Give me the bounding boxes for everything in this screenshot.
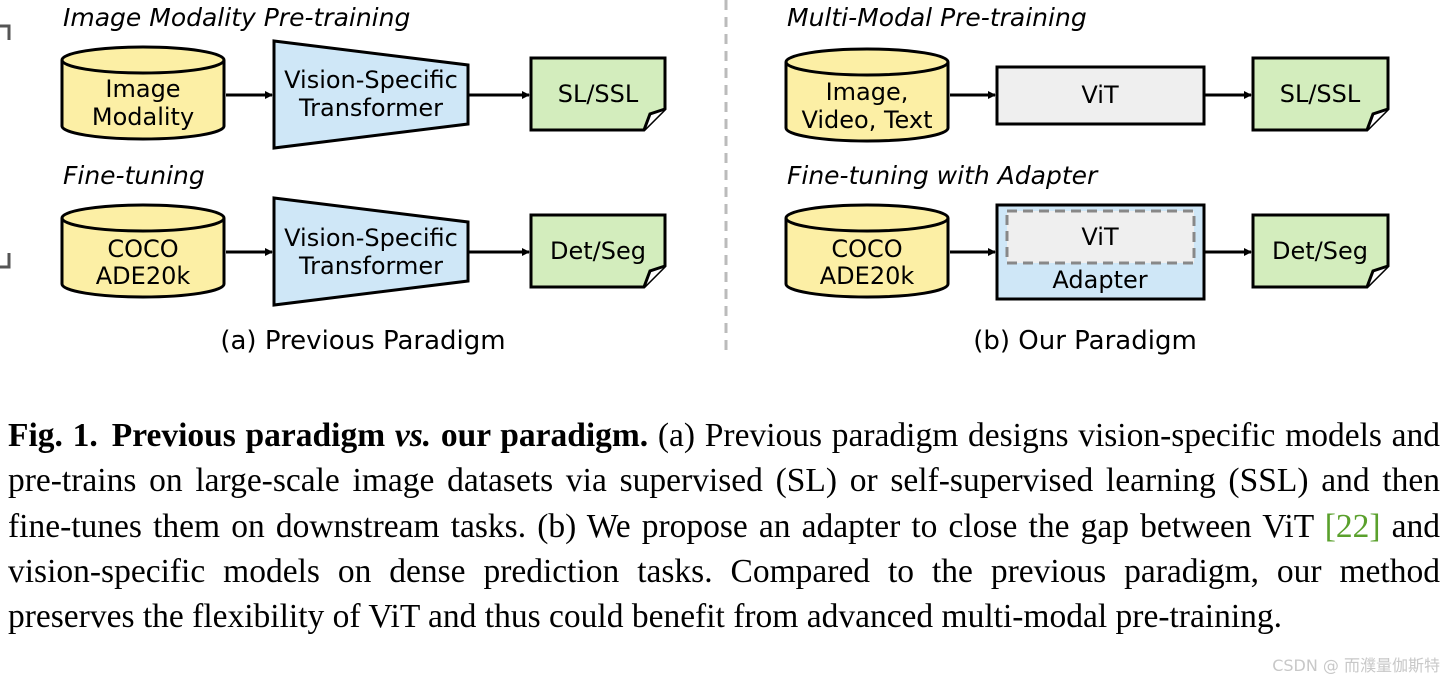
right-pretrain-data-line2: Video, Text — [801, 106, 932, 134]
left-finetune-model-line1: Vision-Specific — [284, 224, 458, 252]
right-panel-caption: (b) Our Paradigm — [973, 326, 1197, 356]
right-pretrain-data-line1: Image, — [826, 78, 909, 106]
paradigm-figure: Image Modality Pre-training Image Modali… — [0, 0, 1390, 356]
figure-heading-part1: Previous paradigm — [111, 417, 395, 454]
left-finetune-output-label: Det/Seg — [550, 237, 646, 265]
right-finetune-data-cylinder: COCO ADE20k — [784, 203, 950, 299]
crop-mark-top — [0, 24, 11, 40]
right-pretrain-output: SL/SSL — [1251, 56, 1390, 132]
watermark: CSDN @ 而濮量伽斯特 — [1272, 656, 1440, 675]
right-finetune-output-label: Det/Seg — [1272, 237, 1368, 265]
left-pretrain-model-line2: Transformer — [298, 94, 443, 122]
left-pretrain-output: SL/SSL — [529, 56, 667, 132]
right-pretrain-vit-label: ViT — [1081, 81, 1119, 109]
left-panel-caption: (a) Previous Paradigm — [220, 326, 505, 356]
figure-heading-part2: our paradigm. — [431, 417, 649, 454]
left-finetune-data-line1: COCO — [107, 235, 178, 263]
previous-paradigm-panel: Image Modality Pre-training Image Modali… — [60, 3, 667, 356]
right-finetune-data-line2: ADE20k — [820, 262, 915, 290]
right-finetune-output: Det/Seg — [1251, 213, 1390, 289]
figure-caption-body-1: (a) Previous paradigm designs vision-spe… — [8, 417, 1440, 545]
left-finetune-data-cylinder: COCO ADE20k — [60, 203, 226, 299]
left-finetune-model: Vision-Specific Transformer — [272, 196, 470, 307]
our-paradigm-panel: Multi-Modal Pre-training Image, Video, T… — [784, 3, 1390, 356]
left-pretrain-model-line1: Vision-Specific — [284, 66, 458, 94]
left-finetune-model-line2: Transformer — [298, 252, 443, 280]
left-pretrain-data-line2: Modality — [92, 103, 194, 131]
figure-heading-vs: vs. — [394, 417, 432, 454]
left-pretrain-data-line1: Image — [105, 75, 180, 103]
right-pretrain-title: Multi-Modal Pre-training — [787, 3, 1087, 32]
crop-mark-bottom — [0, 253, 11, 269]
right-pretrain-data-cylinder: Image, Video, Text — [784, 47, 950, 143]
left-finetune-data-line2: ADE20k — [96, 262, 191, 290]
figure-caption-body-2: and vision-specific models on dense pred… — [8, 507, 1440, 636]
left-finetune-output: Det/Seg — [529, 213, 667, 289]
figure-caption: Fig. 1. Previous paradigm vs. our paradig… — [8, 413, 1440, 639]
right-finetune-data-line1: COCO — [831, 235, 902, 263]
adapter-inner-vit-box — [1005, 209, 1196, 265]
right-finetune-adapter: ViT Adapter — [995, 203, 1206, 301]
citation-link[interactable]: [22] — [1324, 507, 1381, 545]
left-finetune-title: Fine-tuning — [63, 161, 205, 190]
figure-label: Fig. 1. — [8, 417, 98, 454]
figure-heading: Previous paradigm vs. our paradigm. — [112, 417, 648, 454]
right-finetune-adapter-label: Adapter — [1052, 266, 1147, 294]
left-pretrain-title: Image Modality Pre-training — [63, 3, 410, 32]
left-pretrain-model: Vision-Specific Transformer — [272, 39, 470, 150]
left-pretrain-data-cylinder: Image Modality — [60, 45, 226, 141]
right-finetune-vit-label: ViT — [1081, 223, 1119, 251]
right-pretrain-output-label: SL/SSL — [1280, 80, 1361, 108]
right-pretrain-vit: ViT — [995, 65, 1206, 126]
right-finetune-title: Fine-tuning with Adapter — [787, 161, 1099, 190]
left-pretrain-output-label: SL/SSL — [558, 80, 639, 108]
